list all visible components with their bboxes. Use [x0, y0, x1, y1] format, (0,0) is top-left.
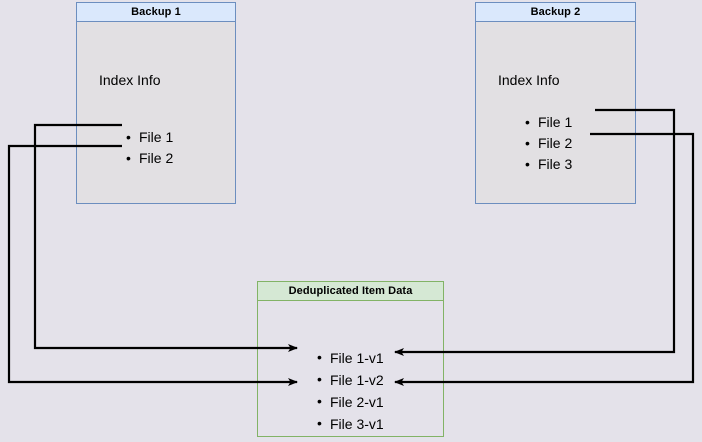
node-dedup-header: Deduplicated Item Data [257, 281, 444, 301]
list-item: File 1 [126, 127, 173, 148]
node-backup-1[interactable]: Backup 1 Index Info File 1 File 2 [76, 2, 236, 204]
list-item: File 2-v1 [317, 391, 384, 413]
list-item: File 3-v1 [317, 413, 384, 435]
node-backup-2-header: Backup 2 [475, 2, 636, 22]
dedup-file-list: File 1-v1 File 1-v2 File 2-v1 File 3-v1 [316, 347, 384, 435]
node-backup-1-header: Backup 1 [76, 2, 236, 22]
node-backup-1-body: Index Info File 1 File 2 [76, 22, 236, 204]
node-dedup-body: File 1-v1 File 1-v2 File 2-v1 File 3-v1 [257, 301, 444, 437]
list-item: File 3 [525, 154, 572, 175]
node-backup-2[interactable]: Backup 2 Index Info File 1 File 2 File 3 [475, 2, 636, 204]
node-backup-2-body: Index Info File 1 File 2 File 3 [475, 22, 636, 204]
list-item: File 2 [525, 133, 572, 154]
backup-2-file-list: File 1 File 2 File 3 [524, 112, 572, 175]
list-item: File 2 [126, 148, 173, 169]
list-item: File 1-v1 [317, 347, 384, 369]
backup-2-index-info-label: Index Info [498, 72, 560, 88]
node-deduplicated-item-data[interactable]: Deduplicated Item Data File 1-v1 File 1-… [257, 281, 444, 437]
backup-1-index-info-label: Index Info [99, 72, 161, 88]
list-item: File 1 [525, 112, 572, 133]
backup-1-file-list: File 1 File 2 [125, 127, 173, 169]
list-item: File 1-v2 [317, 369, 384, 391]
